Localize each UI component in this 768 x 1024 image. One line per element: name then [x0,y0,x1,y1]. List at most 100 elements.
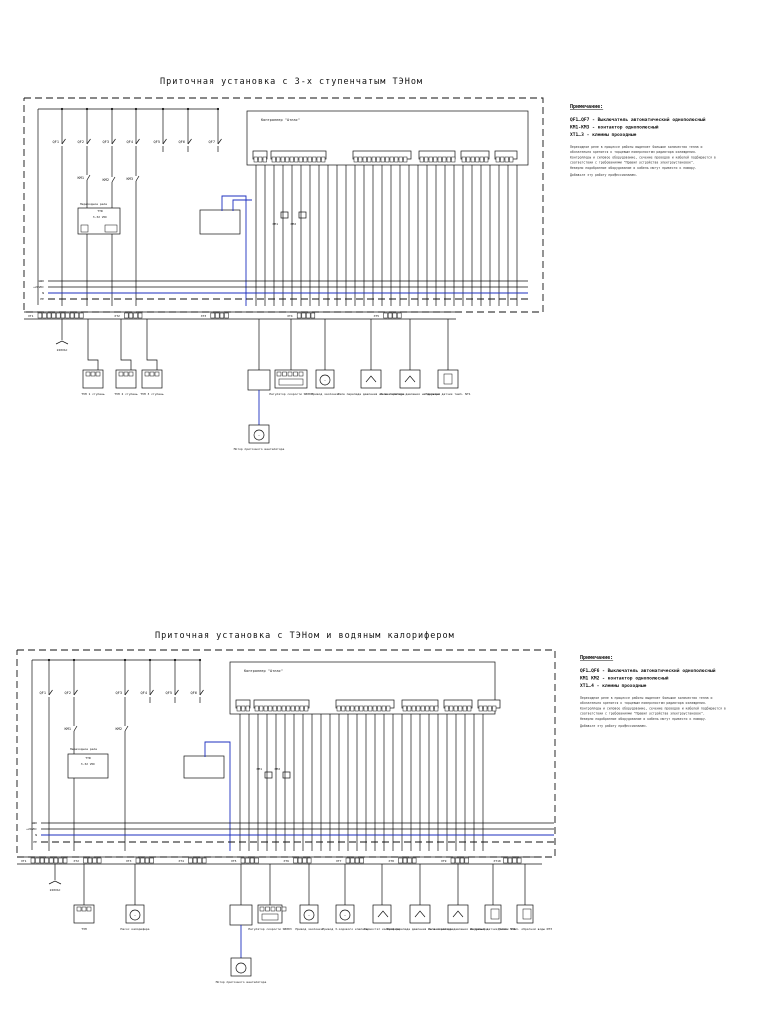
terminal [507,857,513,864]
device-wire [120,319,132,370]
controller-terminal [362,156,367,163]
terminal [58,857,63,864]
terminal [135,857,141,864]
switch-symbol [377,910,389,918]
device-terminal [281,906,287,912]
controller-terminal [280,156,285,163]
controller-terminal [245,705,250,712]
controller-terminal [298,156,303,163]
controller-terminal [358,156,363,163]
controller-terminal [449,705,454,712]
controller-terminal [484,156,489,163]
controller-terminal-block [443,699,473,709]
fan-motor-label: Мотор приточного вентилятора [234,447,285,451]
controller-terminal [446,156,451,163]
breaker-contact [111,138,116,145]
controller-terminal [429,705,434,712]
controller-terminal [271,156,276,163]
controller-terminal [470,156,475,163]
controller-terminal [316,156,321,163]
contactor-contact [111,176,116,183]
terminal [245,857,250,864]
controller-terminal [299,705,304,712]
device-label: Наружный датчик темп. NT1 [425,392,470,396]
terminal-group-label: XT5 [231,859,237,863]
controller-terminal [354,705,359,712]
relay-coil [264,771,273,779]
switch-symbol [365,375,377,383]
terminal [188,857,193,864]
terminal [398,857,403,864]
terminal [293,857,298,864]
terminal [37,312,43,319]
controller-terminal [500,156,505,163]
terminal [133,312,138,319]
terminal [459,857,465,864]
ttr-relay-name: TTR [97,209,103,213]
fan-connector [247,369,271,391]
controller-terminal [241,705,246,712]
notes-text-line: Переходное реле в процессе работы выделя… [580,695,712,700]
terminal [310,312,316,319]
terminal [412,857,417,864]
device-terminal [270,906,276,912]
device-label: Насос калорифера [121,927,150,931]
regulator-body [278,378,304,386]
breaker-contact [199,689,204,696]
device-terminal [276,906,281,912]
terminal [79,312,84,319]
controller-terminal [336,705,341,712]
controller-terminal [509,156,514,163]
device-label: Регулятор скорости SB003 [269,392,313,396]
terminal [202,857,207,864]
controller-terminal [290,705,295,712]
notes-text-line: соответствии с требованиями "Правил устр… [570,160,695,165]
controller-terminal [376,156,381,163]
breaker-label: QF5 [154,140,161,144]
relay-label: KM1 [273,222,279,226]
notes-legend-line: XT1…3 - клеммы проходные [570,132,637,138]
device-terminal [95,371,101,377]
controller-terminal [281,705,286,712]
controller-terminal [276,156,281,163]
controller-terminal [487,705,492,712]
notes-legend-line: KM1-KM3 - контактор однополюсный [570,125,659,131]
sensor-symbol [443,373,453,385]
controller-terminal-block [253,699,310,709]
notes-text-line: Контроллеры и силовое оборудование, сече… [570,154,716,159]
breaker-contact [135,138,140,145]
breaker-contact [149,689,154,696]
controller-terminal [367,156,372,163]
ttr-relay-title: Переходное реле [70,747,97,751]
terminal-group-label: XT8 [389,859,395,863]
ttr-relay-name: TTR [85,756,91,760]
breaker-label: QF4 [141,691,148,695]
breaker-label: QF1 [53,140,60,144]
controller-terminal [368,705,373,712]
relay-label: KM2 [291,222,297,226]
terminal [144,857,150,864]
controller-terminal [345,705,350,712]
controller-terminal [372,705,377,712]
controller-terminal [462,705,467,712]
device-terminal [265,906,270,912]
terminal [49,857,54,864]
controller-terminal [312,156,317,163]
motor-icon [319,374,331,386]
controller-terminal [321,156,326,163]
bus-label: GND [32,821,38,825]
terminal [44,857,49,864]
diagram-title: Приточная установка с ТЭНом и водяным ка… [155,631,455,641]
contactor-label: KM2 [116,727,123,731]
device-terminal [81,906,87,912]
controller-terminal [363,705,368,712]
controller-terminal [398,156,403,163]
device-box [409,904,431,924]
terminal [297,857,303,864]
controller-terminal [458,705,463,712]
switch-symbol [414,910,426,918]
controller-terminal [359,705,364,712]
switch-symbol [452,910,464,918]
fan-motor-label: Мотор приточного вентилятора [216,980,267,984]
controller-terminal [442,156,447,163]
